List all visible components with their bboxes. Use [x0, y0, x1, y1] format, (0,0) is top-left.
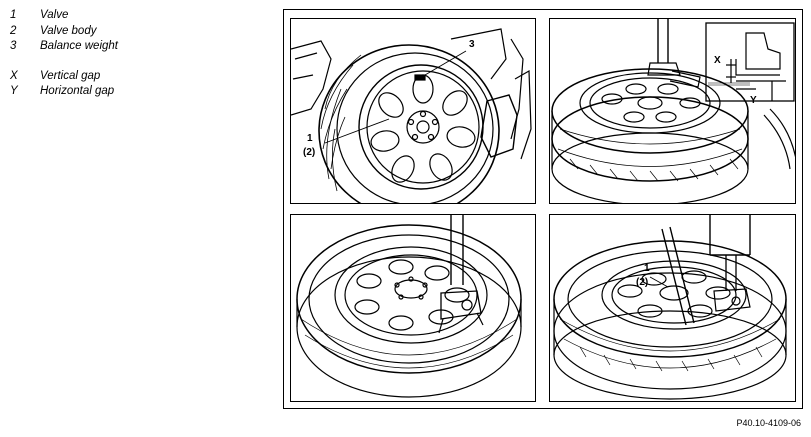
legend-item-vertical-gap: X Vertical gap: [10, 69, 118, 85]
panel-bead-lever: 1 (2): [549, 214, 796, 402]
legend-key: X: [10, 69, 18, 82]
legend-label: Horizontal gap: [40, 85, 115, 97]
legend-label: Valve body: [40, 24, 97, 37]
callout-valve-body: (2): [303, 147, 315, 158]
legend-item-valve-body: 2 Valve body: [10, 24, 118, 40]
callout-valve-body: (2): [636, 277, 648, 288]
legend-item-horizontal-gap: Y Horizontal gap: [10, 84, 118, 100]
legend-key: Y: [10, 85, 18, 97]
wheel-balancer-illustration: 1 (2) 3: [291, 28, 532, 203]
figure-frame: 1 (2) 3: [283, 9, 803, 409]
panel-gap-adjustment: X Y: [549, 18, 796, 204]
legend-key: 1: [10, 9, 17, 21]
legend-label: Balance weight: [40, 40, 118, 52]
legend-label: Valve: [40, 9, 69, 21]
callout-valve: 1: [644, 263, 650, 274]
callout-valve: 1: [307, 133, 313, 144]
panel-tool-on-rim: [290, 214, 536, 402]
figure-code: P40.10-4109-06: [736, 418, 801, 428]
callout-balance-weight: 3: [469, 39, 475, 50]
legend: 1 Valve 2 Valve body 3 Balance weight X …: [10, 8, 118, 100]
tool-on-rim-illustration: [296, 215, 522, 398]
bead-lever-illustration: 1 (2): [553, 215, 787, 400]
panel-wheel-on-balancer: 1 (2) 3: [290, 18, 536, 204]
legend-key: 2: [10, 24, 17, 37]
legend-label: Vertical gap: [40, 69, 101, 82]
callout-vertical-gap: X: [714, 55, 721, 66]
legend-item-valve: 1 Valve: [10, 8, 118, 24]
callout-horizontal-gap: Y: [750, 95, 757, 106]
legend-item-balance-weight: 3 Balance weight: [10, 39, 118, 55]
gap-adjustment-illustration: X Y: [551, 19, 795, 203]
legend-key: 3: [10, 40, 17, 52]
